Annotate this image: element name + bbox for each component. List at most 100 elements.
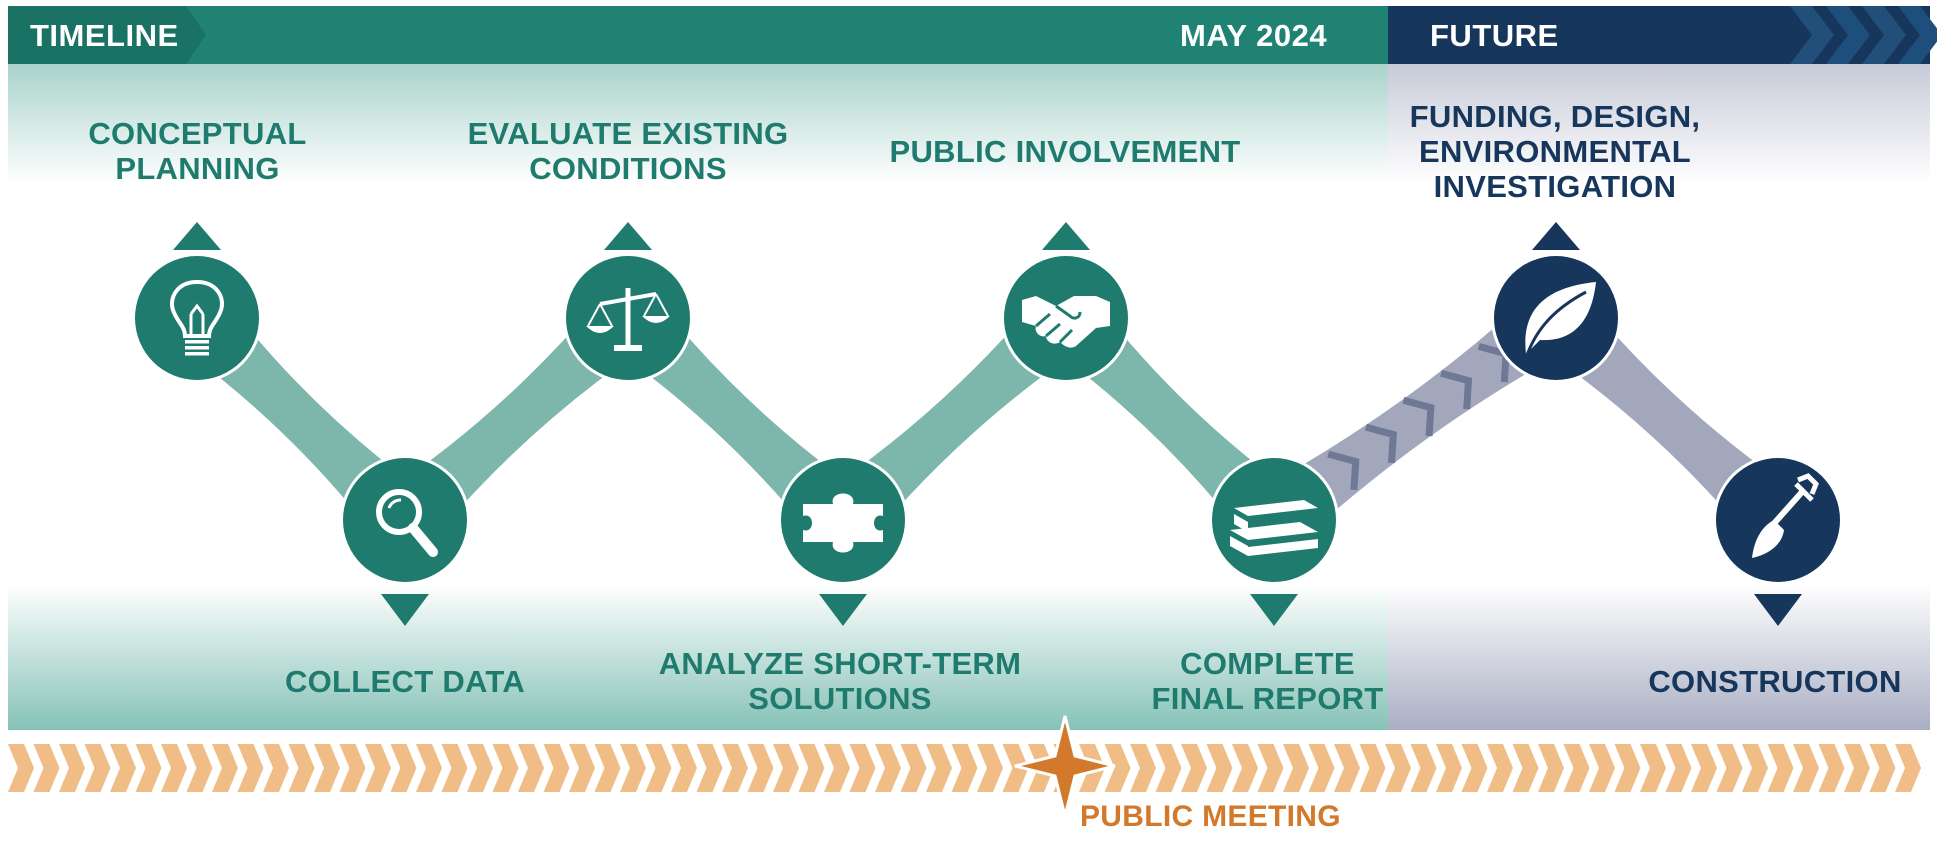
- timeline-chevron: [1716, 744, 1743, 792]
- timeline-chevron: [314, 744, 340, 792]
- timeline-chevron: [722, 744, 748, 792]
- timeline-chevron: [1742, 744, 1768, 792]
- timeline-chevron: [569, 744, 595, 792]
- timeline-chevron: [1538, 744, 1564, 792]
- stage-label-construction: CONSTRUCTION: [1648, 664, 1902, 699]
- timeline-chevron: [1002, 744, 1029, 792]
- pointer-up-arrow: [1042, 222, 1090, 250]
- scales-icon: [586, 288, 670, 351]
- timeline-chevron: [467, 744, 493, 792]
- header-chevron: [1826, 6, 1870, 64]
- timeline-chevron: [1691, 744, 1717, 792]
- timeline-chevron: [161, 744, 187, 792]
- timeline-chevron: [1895, 744, 1921, 792]
- lightbulb-icon: [170, 279, 224, 356]
- timeline-chevron: [773, 744, 799, 792]
- shovel-icon: [1752, 473, 1819, 558]
- connector-chevron: [1327, 450, 1360, 491]
- timeline-chevron: [1818, 744, 1845, 792]
- stage-circle: [135, 256, 259, 380]
- timeline-chevron: [492, 744, 519, 792]
- timeline-chevron: [339, 744, 366, 792]
- timeline-chevron: [1844, 744, 1870, 792]
- header-band-current: [8, 6, 1388, 64]
- timeline-chevron: [1614, 744, 1641, 792]
- puzzle-icon: [803, 493, 883, 553]
- timeline-chevron: [696, 744, 723, 792]
- timeline-tab: [8, 6, 206, 64]
- timeline-chevron: [84, 744, 111, 792]
- header-chevron: [1862, 6, 1906, 64]
- stage-label-collect-data: COLLECT DATA: [284, 664, 526, 699]
- timeline-chevron: [824, 744, 850, 792]
- timeline-chevron: [1257, 744, 1284, 792]
- timeline-chevron: [186, 744, 213, 792]
- timeline-chevron: [747, 744, 774, 792]
- timeline-chevron: [798, 744, 825, 792]
- timeline-chevron: [1104, 744, 1131, 792]
- header-chevron: [1790, 6, 1834, 64]
- timeline-chevron: [1869, 744, 1896, 792]
- timeline-chevron: [390, 744, 417, 792]
- timeline-chevron: [288, 744, 315, 792]
- stage-label-public-involvement: PUBLIC INVOLVEMENT: [889, 134, 1241, 169]
- timeline-chevron: [135, 744, 162, 792]
- timeline-chevron: [1359, 744, 1386, 792]
- timeline-chevron: [1308, 744, 1335, 792]
- timeline-chevron: [671, 744, 697, 792]
- timeline-chevron: [1563, 744, 1590, 792]
- timeline-chevron: [365, 744, 391, 792]
- timeline-chevron: [1130, 744, 1156, 792]
- connector-chevron: [1364, 423, 1397, 464]
- timeline-chevron: [263, 744, 289, 792]
- pointer-down-arrow: [1754, 594, 1802, 626]
- timeline-chevron: [237, 744, 264, 792]
- timeline-chevron: [212, 744, 238, 792]
- timeline-chevron: [1512, 744, 1539, 792]
- timeline-chevron: [1181, 744, 1207, 792]
- timeline-chevron: [900, 744, 927, 792]
- timeline-chevron: [441, 744, 468, 792]
- stage-label-funding-design-environmental: FUNDING, DESIGN, ENVIRONMENTAL INVESTIGA…: [1409, 99, 1701, 204]
- timeline-chevron: [1767, 744, 1794, 792]
- timeline-chevron: [620, 744, 646, 792]
- timeline-chevron: [1793, 744, 1819, 792]
- timeline-chevron: [594, 744, 621, 792]
- connector-chevron: [1402, 396, 1435, 437]
- header-chevron: [1898, 6, 1937, 64]
- connector: [1254, 290, 1576, 548]
- star-icon: [1014, 715, 1116, 817]
- timeline-chevron: [875, 744, 901, 792]
- pointer-down-arrow: [381, 594, 429, 626]
- timeline-chevron: [1410, 744, 1437, 792]
- timeline-chevron: [1206, 744, 1233, 792]
- stage-circle: [343, 458, 467, 582]
- timeline-chevron: [543, 744, 570, 792]
- pointer-up-arrow: [604, 222, 652, 250]
- books-icon: [1230, 500, 1319, 556]
- pointer-down-arrow: [819, 594, 867, 626]
- timeline-chevron: [1155, 744, 1182, 792]
- timeline-chevron: [1640, 744, 1666, 792]
- timeline-chevron: [416, 744, 442, 792]
- timeline-chevron: [1385, 744, 1411, 792]
- timeline-chevron: [1334, 744, 1360, 792]
- leaf-icon: [1524, 282, 1596, 359]
- timeline-label: TIMELINE: [30, 18, 179, 53]
- timeline-chevron: [33, 744, 60, 792]
- timeline-chevron: [645, 744, 672, 792]
- current-date-label: MAY 2024: [1180, 18, 1328, 53]
- timeline-chevron: [1589, 744, 1615, 792]
- pointer-up-arrow: [173, 222, 221, 250]
- stage-label-conceptual-planning: CONCEPTUAL PLANNING: [88, 116, 307, 186]
- pointer-down-arrow: [1250, 594, 1298, 626]
- pointer-up-arrow: [1532, 222, 1580, 250]
- timeline-chevron: [110, 744, 136, 792]
- timeline-chevron: [926, 744, 952, 792]
- handshake-icon: [1022, 296, 1110, 348]
- stage-label-evaluate-existing-conditions: EVALUATE EXISTING CONDITIONS: [467, 116, 789, 186]
- timeline-chevron: [518, 744, 544, 792]
- timeline-chevron: [1436, 744, 1462, 792]
